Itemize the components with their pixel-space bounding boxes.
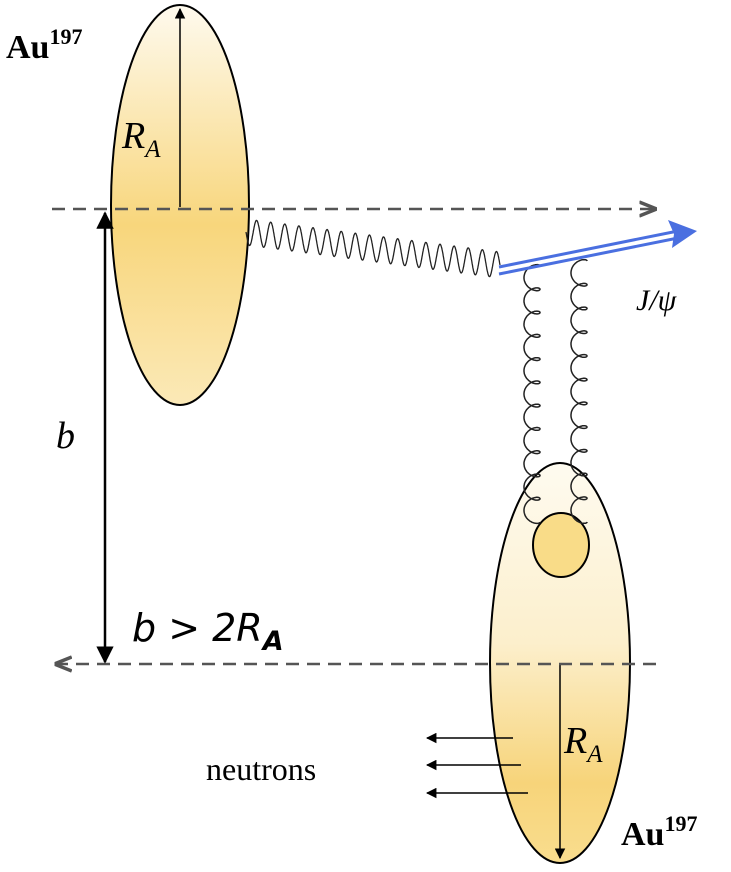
nucleus-bottom-label: Au197: [621, 811, 697, 853]
impact-parameter-label: b: [56, 415, 75, 457]
jpsi-arrow: [498, 220, 697, 276]
condition-label: b > 2RA: [132, 606, 284, 657]
neutrons-label: neutrons: [206, 751, 316, 787]
meson-label: J/ψ: [636, 284, 678, 317]
gluon-line-right: [570, 258, 588, 525]
parton-circle: [532, 512, 590, 578]
radius-label-bottom: RA: [563, 720, 603, 768]
gluon-line-left: [523, 263, 541, 525]
radius-label-top: RA: [121, 115, 161, 163]
photon-line: [245, 219, 501, 278]
nucleus-top-label: Au197: [6, 24, 82, 66]
